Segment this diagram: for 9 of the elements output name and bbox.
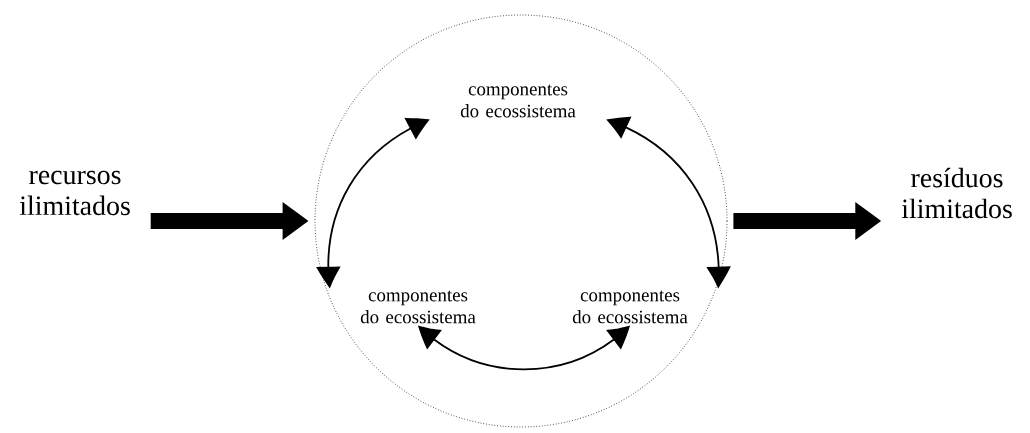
component-label: componentes do ecossistema [360,290,476,324]
curved-arrow [418,326,630,371]
label-text: recursos ilimitados [19,170,130,216]
dotted-circle [314,14,728,428]
component-label: componentes do ecossistema [460,84,576,118]
curved-arrow [607,116,731,288]
label-text: resíduos ilimitados [901,167,1012,219]
component-label: componentes do ecossistema [572,290,688,324]
curved-arrow [316,117,429,288]
